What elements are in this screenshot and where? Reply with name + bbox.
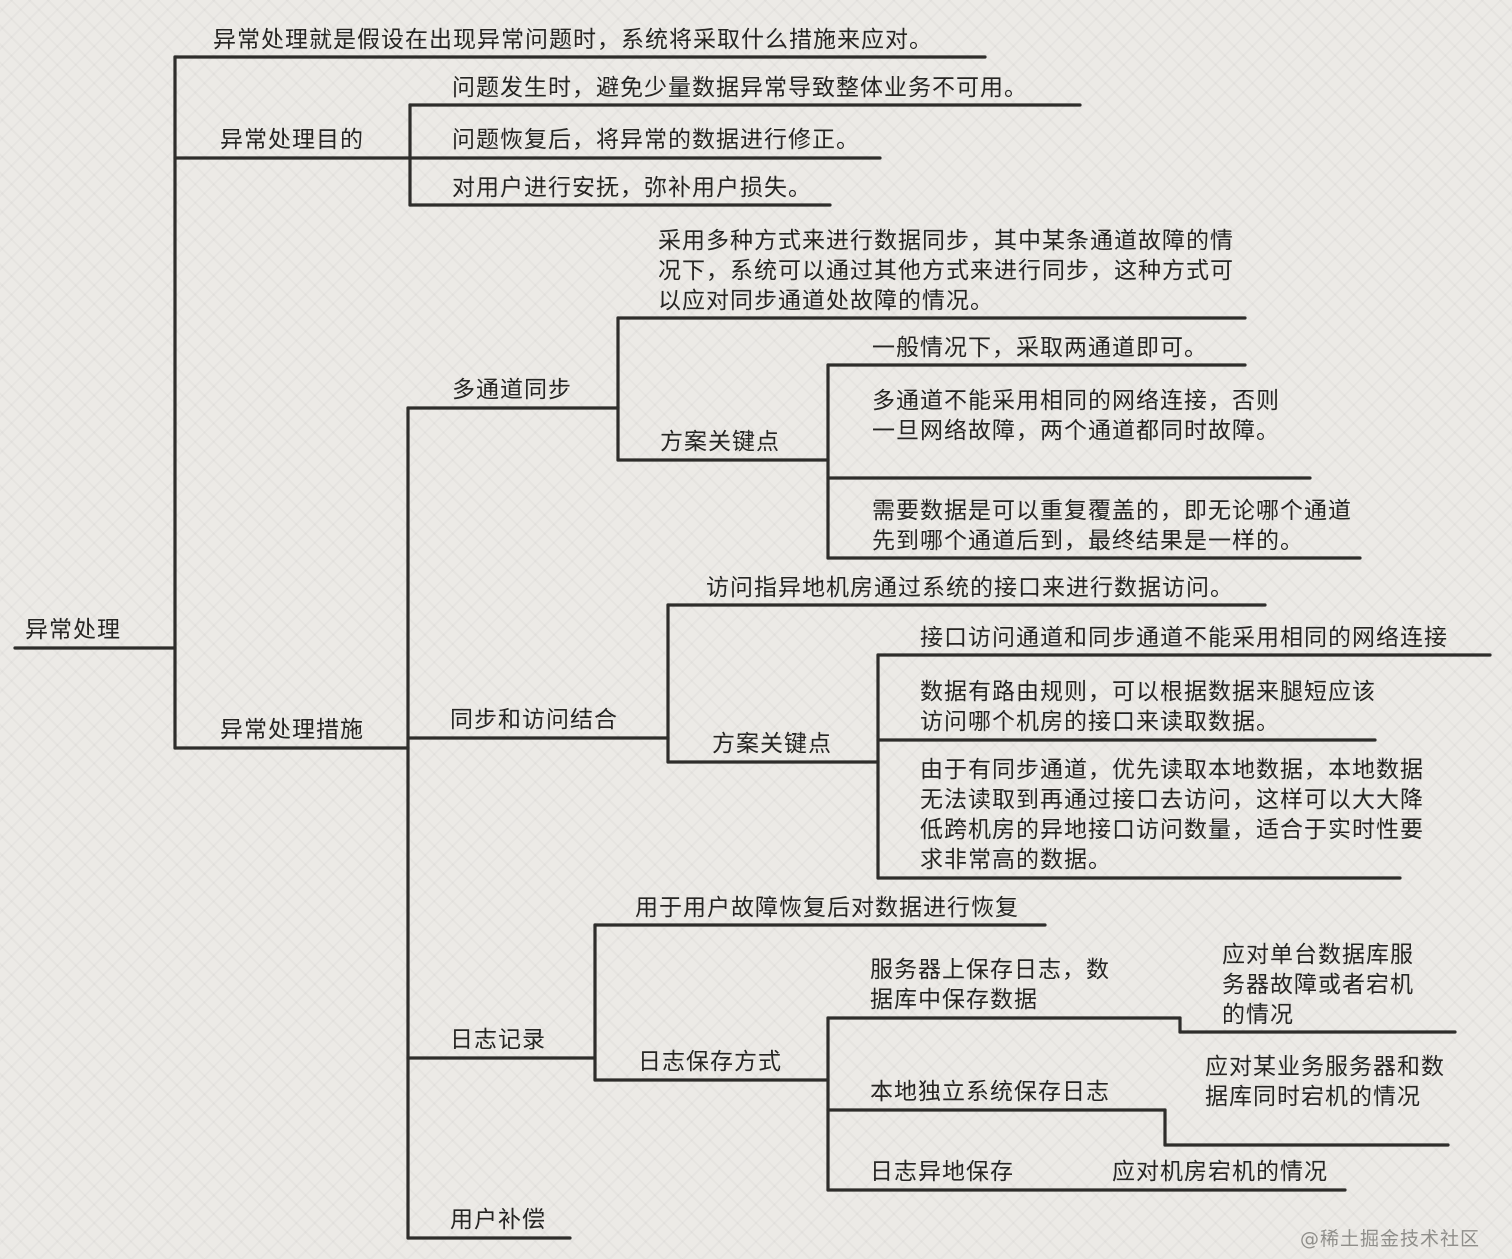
node-sync-access-note: 访问指异地机房通过系统的接口来进行数据访问。 [706, 575, 1234, 601]
node-kp2-item-1: 接口访问通道和同步通道不能采用相同的网络连接 [920, 625, 1448, 651]
node-kp1-item-3: 需要数据是可以重复覆盖的，即无论哪个通道先到哪个通道后到，最终结果是一样的。 [872, 498, 1352, 554]
node-compensation: 用户补偿 [450, 1207, 546, 1233]
branch-lines [13, 55, 1492, 1240]
node-kp2-item-2: 数据有路由规则，可以根据数据来腿短应该访问哪个机房的接口来读取数据。 [920, 679, 1376, 735]
watermark: @稀土掘金技术社区 [1300, 1228, 1481, 1250]
node-save-scenario-1: 应对单台数据库服务器故障或者宕机的情况 [1222, 942, 1414, 1028]
node-root: 异常处理 [25, 617, 121, 643]
node-purpose-item-3: 对用户进行安抚，弥补用户损失。 [452, 175, 812, 201]
node-sync-access: 同步和访问结合 [450, 707, 618, 733]
node-save-scenario-3: 应对机房宕机的情况 [1112, 1159, 1328, 1185]
node-purpose: 异常处理目的 [220, 127, 364, 153]
node-logging: 日志记录 [450, 1027, 546, 1053]
node-kp1-item-2: 多通道不能采用相同的网络连接，否则一旦网络故障，两个通道都同时故障。 [872, 388, 1280, 444]
node-save-method-1: 服务器上保存日志，数据库中保存数据 [870, 957, 1110, 1013]
node-multi-channel: 多通道同步 [452, 377, 572, 403]
node-save-scenario-2: 应对某业务服务器和数据库同时宕机的情况 [1205, 1054, 1445, 1110]
node-purpose-item-2: 问题恢复后，将异常的数据进行修正。 [452, 127, 860, 153]
node-kp1-item-1: 一般情况下，采取两通道即可。 [872, 335, 1208, 361]
node-multi-channel-note: 采用多种方式来进行数据同步，其中某条通道故障的情况下，系统可以通过其他方式来进行… [658, 228, 1234, 314]
node-root-note: 异常处理就是假设在出现异常问题时，系统将采取什么措施来应对。 [213, 27, 933, 53]
node-measures: 异常处理措施 [220, 717, 364, 743]
node-kp2-item-3: 由于有同步通道，优先读取本地数据，本地数据无法读取到再通过接口去访问，这样可以大… [920, 757, 1424, 873]
node-save-method-3: 日志异地保存 [870, 1159, 1014, 1185]
node-save-methods: 日志保存方式 [638, 1049, 782, 1075]
node-save-method-2: 本地独立系统保存日志 [870, 1079, 1110, 1105]
node-key-points-2: 方案关键点 [712, 731, 832, 757]
node-key-points-1: 方案关键点 [660, 429, 780, 455]
node-purpose-item-1: 问题发生时，避免少量数据异常导致整体业务不可用。 [452, 75, 1028, 101]
node-logging-note: 用于用户故障恢复后对数据进行恢复 [635, 895, 1019, 921]
